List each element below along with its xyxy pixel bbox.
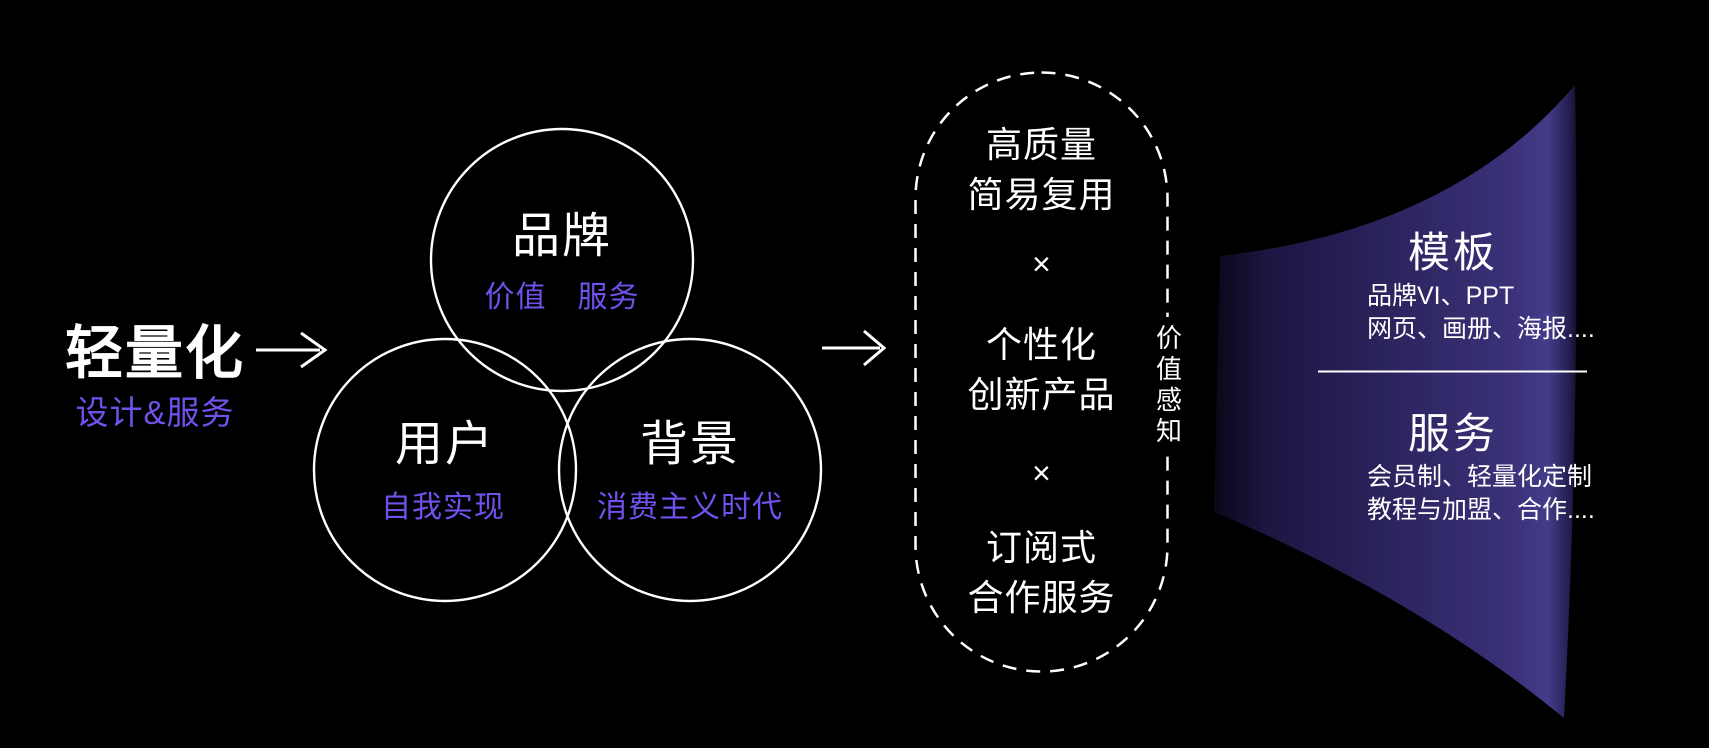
- panel-section-services-title: 服务: [1407, 410, 1498, 457]
- venn-context-title: 背景: [639, 418, 740, 471]
- venn-brand-title: 品牌: [511, 210, 612, 263]
- venn-user-subtitle: 自我实现: [381, 491, 505, 524]
- left-title: 轻量化: [64, 321, 245, 386]
- multiply-operator-1: ×: [1032, 246, 1051, 282]
- venn-user-title: 用户: [394, 418, 495, 471]
- value-item-2-line2: 创新产品: [967, 374, 1116, 415]
- panel-section-templates-title: 模板: [1407, 229, 1498, 276]
- templates-line-1: 品牌VI、PPT: [1367, 282, 1515, 310]
- arrow-right-icon-1: [256, 331, 328, 369]
- value-item-3-line2: 合作服务: [967, 577, 1116, 618]
- value-item-2: 个性化 创新产品: [915, 320, 1168, 420]
- multiply-operator-2: ×: [1032, 455, 1051, 491]
- templates-line-2: 网页、画册、海报....: [1367, 315, 1595, 343]
- panel-section-templates-body: 品牌VI、PPT 网页、画册、海报....: [1367, 280, 1627, 346]
- services-line-2: 教程与加盟、合作....: [1367, 496, 1595, 524]
- panel-section-services-body: 会员制、轻量化定制 教程与加盟、合作....: [1367, 461, 1627, 527]
- venn-context-subtitle: 消费主义时代: [597, 491, 783, 524]
- services-line-1: 会员制、轻量化定制: [1367, 463, 1593, 491]
- venn-circle-user: [312, 337, 578, 603]
- venn-circle-brand: [429, 127, 695, 393]
- value-item-3: 订阅式 合作服务: [915, 523, 1168, 623]
- arrow-right-icon-2: [822, 329, 887, 367]
- venn-circle-context: [557, 337, 823, 603]
- value-perception-label: 价值感知: [1152, 324, 1183, 448]
- value-item-1-line1: 高质量: [985, 124, 1097, 165]
- venn-brand-subtitle: 价值 服务: [484, 281, 640, 314]
- value-perception-label-box: 价值感知: [1149, 317, 1187, 455]
- value-item-1: 高质量 简易复用: [915, 120, 1168, 220]
- left-subtitle: 设计&服务: [75, 394, 235, 431]
- curved-banner-shape: [1214, 85, 1577, 718]
- value-item-2-line1: 个性化: [985, 324, 1097, 365]
- value-item-1-line2: 简易复用: [967, 174, 1116, 215]
- value-item-3-line1: 订阅式: [985, 527, 1097, 568]
